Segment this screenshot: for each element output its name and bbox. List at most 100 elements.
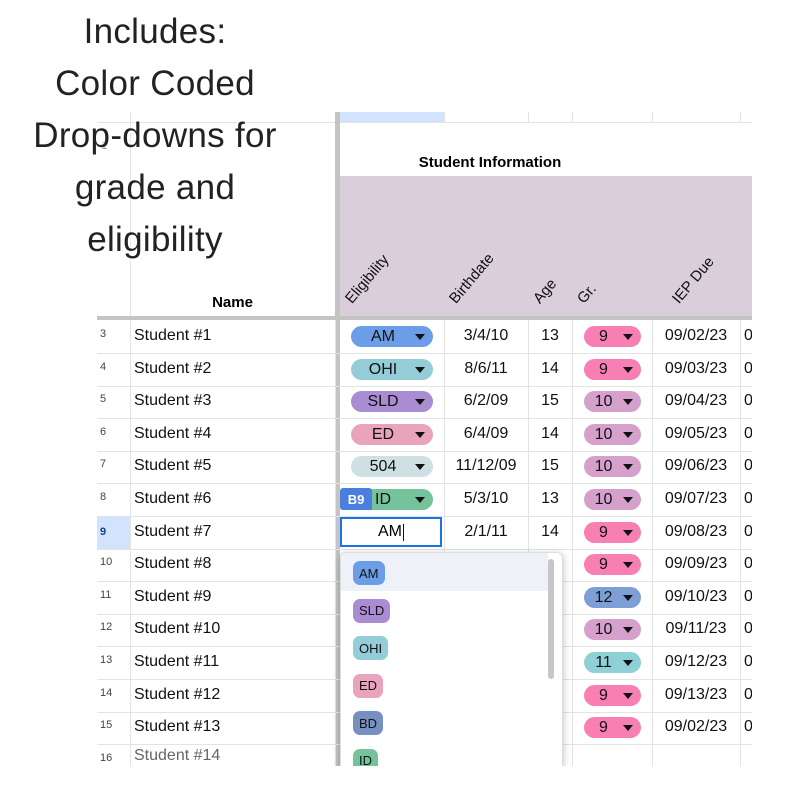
row-number[interactable]: 13 bbox=[100, 654, 113, 666]
age-cell[interactable]: 14 bbox=[541, 360, 559, 377]
iep-due-cell[interactable]: 09/12/23 bbox=[664, 653, 728, 670]
iep-due-cell[interactable]: 09/05/23 bbox=[664, 425, 728, 442]
age-cell[interactable]: 14 bbox=[541, 425, 559, 442]
eligibility-chip[interactable]: SLD bbox=[351, 391, 433, 412]
age-cell[interactable]: 13 bbox=[541, 490, 559, 507]
name-cell[interactable]: Student #4 bbox=[134, 425, 212, 442]
row-number[interactable]: 5 bbox=[100, 393, 107, 405]
name-cell[interactable]: Student #13 bbox=[134, 718, 221, 735]
iep-due-cell[interactable]: 09/13/23 bbox=[664, 686, 728, 703]
row-number[interactable]: 4 bbox=[100, 361, 107, 373]
grade-chip[interactable]: 9 bbox=[584, 717, 641, 738]
name-cell[interactable]: Student #14 bbox=[134, 747, 221, 764]
column-header-b-selected[interactable] bbox=[340, 112, 444, 122]
row-number[interactable]: 10 bbox=[100, 556, 113, 568]
iep-due-cell[interactable]: 09/03/23 bbox=[664, 360, 728, 377]
birthdate-cell[interactable]: 3/4/10 bbox=[463, 327, 509, 344]
age-cell[interactable]: 14 bbox=[541, 523, 559, 540]
frozen-column-divider[interactable] bbox=[335, 112, 340, 766]
grade-chip[interactable]: 12 bbox=[584, 587, 641, 608]
dropdown-scrollbar[interactable] bbox=[548, 559, 554, 679]
grade-chip[interactable]: 10 bbox=[584, 489, 641, 510]
grade-chip[interactable]: 10 bbox=[584, 391, 641, 412]
grade-chip[interactable]: 10 bbox=[584, 424, 641, 445]
next-column-cell[interactable]: 0 bbox=[744, 653, 752, 670]
next-column-cell[interactable]: 0 bbox=[744, 327, 752, 344]
birthdate-cell[interactable]: 11/12/09 bbox=[455, 457, 517, 474]
eligibility-chip[interactable]: AM bbox=[351, 326, 433, 347]
dropdown-option-bd[interactable]: BD bbox=[353, 711, 384, 735]
age-cell[interactable]: 13 bbox=[541, 327, 559, 344]
next-column-cell[interactable]: 0 bbox=[744, 686, 752, 703]
next-column-cell[interactable]: 0 bbox=[744, 490, 752, 507]
iep-due-cell[interactable]: 09/08/23 bbox=[664, 523, 728, 540]
name-cell[interactable]: Student #1 bbox=[134, 327, 212, 344]
grade-chip[interactable]: 9 bbox=[584, 326, 641, 347]
birthdate-cell[interactable]: 8/6/11 bbox=[464, 360, 508, 377]
row-number[interactable]: 12 bbox=[100, 621, 113, 633]
next-column-cell[interactable]: 0 bbox=[744, 425, 752, 442]
row-header-selected[interactable] bbox=[97, 516, 130, 549]
row-number[interactable]: 16 bbox=[100, 752, 113, 764]
dropdown-option-ohi[interactable]: OHI bbox=[353, 636, 389, 660]
grade-chip[interactable]: 9 bbox=[584, 359, 641, 380]
birthdate-cell[interactable]: 5/3/10 bbox=[463, 490, 509, 507]
grade-chip[interactable]: 9 bbox=[584, 554, 641, 575]
age-cell[interactable]: 15 bbox=[541, 457, 559, 474]
active-cell-editor[interactable]: AM bbox=[340, 517, 442, 547]
next-column-cell[interactable]: 0 bbox=[744, 718, 752, 735]
dropdown-option-am[interactable]: AM bbox=[353, 561, 385, 585]
iep-due-cell[interactable]: 09/11/23 bbox=[665, 620, 727, 637]
iep-due-cell[interactable]: 09/02/23 bbox=[664, 718, 728, 735]
next-column-cell[interactable]: 0 bbox=[744, 392, 752, 409]
row-number[interactable]: 9 bbox=[100, 526, 107, 538]
name-cell[interactable]: Student #7 bbox=[134, 523, 212, 540]
grade-chip[interactable]: 10 bbox=[584, 456, 641, 477]
birthdate-cell[interactable]: 6/4/09 bbox=[463, 425, 509, 442]
eligibility-chip[interactable]: OHI bbox=[351, 359, 433, 380]
grade-chip[interactable]: 11 bbox=[584, 652, 641, 673]
row-number[interactable]: 8 bbox=[100, 491, 107, 503]
row-number[interactable]: 3 bbox=[100, 328, 107, 340]
eligibility-chip[interactable]: 504 bbox=[351, 456, 433, 477]
eligibility-chip[interactable]: ED bbox=[351, 424, 433, 445]
next-column-cell[interactable]: 0 bbox=[744, 457, 752, 474]
row-number[interactable]: 14 bbox=[100, 687, 113, 699]
next-column-cell[interactable]: 0 bbox=[744, 360, 752, 377]
dropdown-option-ed[interactable]: ED bbox=[353, 673, 384, 698]
name-cell[interactable]: Student #2 bbox=[134, 360, 212, 377]
name-cell[interactable]: Student #3 bbox=[134, 392, 212, 409]
cell-reference-badge: B9 bbox=[340, 488, 372, 510]
birthdate-cell[interactable]: 2/1/11 bbox=[464, 523, 508, 540]
iep-due-cell[interactable]: 09/09/23 bbox=[664, 555, 728, 572]
row-number[interactable]: 15 bbox=[100, 719, 113, 731]
frozen-row-divider[interactable] bbox=[97, 316, 752, 320]
name-cell[interactable]: Student #8 bbox=[134, 555, 212, 572]
iep-due-cell[interactable]: 09/06/23 bbox=[664, 457, 728, 474]
dropdown-option-sld[interactable]: SLD bbox=[353, 598, 391, 623]
iep-due-cell[interactable]: 09/04/23 bbox=[664, 392, 728, 409]
name-cell[interactable]: Student #9 bbox=[134, 588, 212, 605]
birthdate-cell[interactable]: 6/2/09 bbox=[463, 392, 509, 409]
row-number[interactable]: 7 bbox=[100, 458, 107, 470]
age-cell[interactable]: 15 bbox=[541, 392, 559, 409]
next-column-cell[interactable]: 0 bbox=[744, 588, 752, 605]
dropdown-option-id[interactable]: ID bbox=[353, 748, 378, 766]
next-column-cell[interactable]: 0 bbox=[744, 555, 752, 572]
grade-chip[interactable]: 9 bbox=[584, 522, 641, 543]
iep-due-cell[interactable]: 09/02/23 bbox=[664, 327, 728, 344]
next-column-cell[interactable]: 0 bbox=[744, 523, 752, 540]
row-number[interactable]: 11 bbox=[100, 589, 112, 601]
name-cell[interactable]: Student #12 bbox=[134, 686, 221, 703]
next-column-cell[interactable]: 0 bbox=[744, 620, 752, 637]
row-number[interactable]: 6 bbox=[100, 426, 107, 438]
eligibility-dropdown[interactable]: AM SLD OHI ED BD ID bbox=[340, 552, 563, 766]
grade-chip[interactable]: 10 bbox=[584, 619, 641, 640]
iep-due-cell[interactable]: 09/07/23 bbox=[664, 490, 728, 507]
name-cell[interactable]: Student #5 bbox=[134, 457, 212, 474]
name-cell[interactable]: Student #6 bbox=[134, 490, 212, 507]
grade-chip[interactable]: 9 bbox=[584, 685, 641, 706]
iep-due-cell[interactable]: 09/10/23 bbox=[664, 588, 728, 605]
name-cell[interactable]: Student #11 bbox=[134, 653, 220, 670]
name-cell[interactable]: Student #10 bbox=[134, 620, 221, 637]
